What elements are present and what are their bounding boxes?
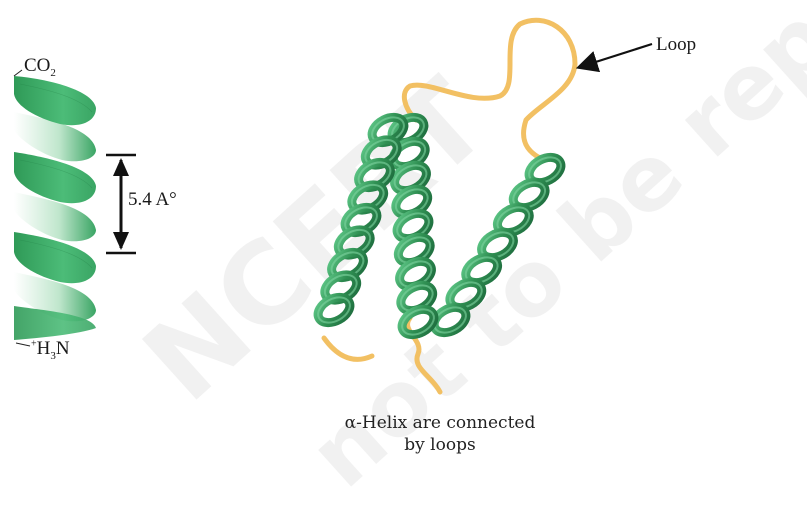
- pitch-arrow-up-icon: [113, 158, 129, 176]
- label-loop: Loop: [656, 35, 696, 54]
- figure-caption: α-Helix are connected by loops: [260, 412, 620, 456]
- helix-right: [430, 152, 565, 337]
- label-pitch: 5.4 A°: [128, 190, 177, 209]
- label-co2: CO2: [24, 56, 56, 79]
- alpha-helix-diagram: [0, 0, 807, 465]
- loop-bottom-left: [324, 338, 372, 359]
- pitch-arrow-down-icon: [113, 232, 129, 250]
- label-h3n: +H3N: [31, 339, 70, 362]
- h3n-tick: [16, 343, 30, 346]
- co2-tick: [14, 70, 22, 76]
- single-helix: [14, 70, 96, 346]
- helix-left: [314, 112, 408, 327]
- caption-line-2: by loops: [260, 434, 620, 456]
- loop-pointer-arrow: [580, 44, 652, 67]
- loop-top: [404, 20, 575, 158]
- caption-line-1: α-Helix are connected: [260, 412, 620, 434]
